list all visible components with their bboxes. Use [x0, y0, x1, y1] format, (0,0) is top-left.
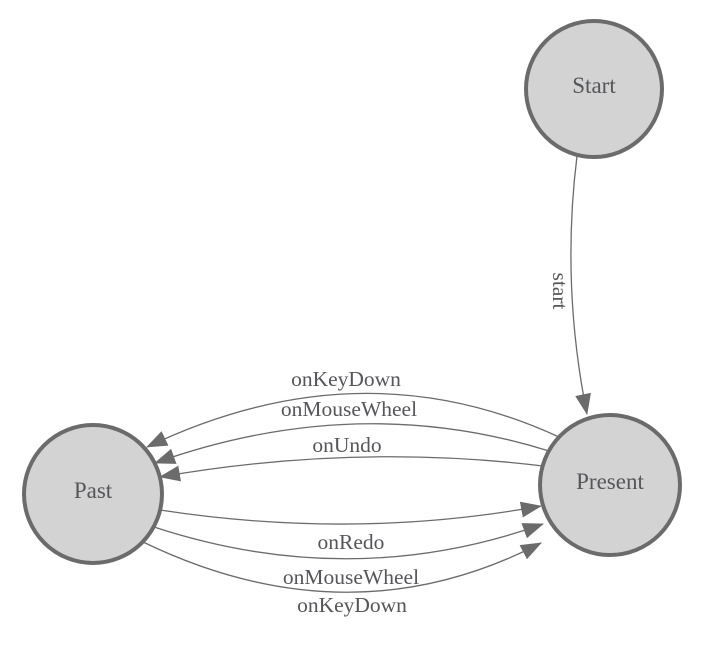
edge-onredo-to-present-label: onRedo	[318, 530, 385, 554]
edge-onkeydown-to-past-label: onKeyDown	[291, 367, 401, 391]
node-start-label: Start	[572, 73, 616, 98]
edge-onmousewheel-to-past	[154, 423, 550, 464]
edges-layer	[142, 155, 591, 593]
edge-labels-layer: start onKeyDown onMouseWheel onUndo onRedo on…	[281, 272, 572, 617]
node-present	[538, 413, 682, 557]
edge-onundo-to-past	[159, 456, 544, 482]
edge-onmousewheel-to-present-label: onMouseWheel	[283, 565, 419, 589]
edge-onmousewheel-to-past-label: onMouseWheel	[281, 397, 417, 421]
edge-onredo-to-present	[159, 501, 542, 525]
node-past-label: Past	[74, 478, 113, 503]
node-past	[22, 423, 164, 565]
edge-onundo-to-past-label: onUndo	[312, 433, 381, 457]
edge-start-to-present-label: start	[548, 272, 572, 309]
node-present-label: Present	[576, 469, 644, 494]
edge-start-to-present	[570, 155, 591, 415]
edge-onkeydown-to-past	[146, 392, 560, 448]
edge-onkeydown-to-present-label: onKeyDown	[297, 593, 407, 617]
edge-onmousewheel-to-present	[153, 523, 544, 560]
node-start	[524, 19, 664, 159]
edge-onkeydown-to-present	[142, 541, 542, 593]
